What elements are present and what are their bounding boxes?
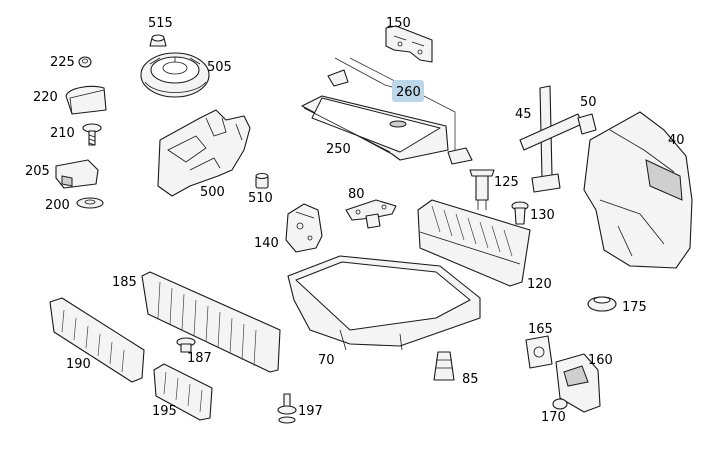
callout-225: 225: [50, 55, 75, 70]
callout-260: 260: [396, 85, 421, 100]
callout-197: 197: [298, 404, 323, 419]
callout-165: 165: [528, 322, 553, 337]
part-160-lock: [555, 353, 601, 413]
part-40-side-panel: [583, 111, 693, 269]
callout-40: 40: [668, 133, 685, 148]
part-200-washer: [76, 197, 104, 209]
callout-150: 150: [386, 16, 411, 31]
part-250-cargo-cover: [301, 95, 449, 161]
part-170-nut: [552, 398, 568, 410]
part-197-bolt: [277, 393, 297, 424]
part-505-wheel-holder: [140, 52, 210, 98]
callout-210: 210: [50, 126, 75, 141]
part-500-bracket: [157, 109, 251, 197]
part-185-trim-strip: [141, 271, 281, 373]
part-125-latch: [469, 169, 495, 210]
part-205-clip: [55, 159, 99, 189]
callout-510: 510: [248, 191, 273, 206]
callout-190: 190: [66, 357, 91, 372]
callout-220: 220: [33, 90, 58, 105]
callout-70: 70: [318, 353, 335, 368]
callout-195: 195: [152, 404, 177, 419]
part-45-strut: [519, 85, 583, 193]
part-190-trim-panel: [49, 297, 145, 383]
part-175-cap: [587, 296, 617, 312]
part-225-grommet: [78, 56, 92, 68]
callout-260-highlight: [392, 80, 424, 102]
part-85-bump-stop: [433, 351, 455, 381]
callout-500: 500: [200, 185, 225, 200]
callout-50: 50: [580, 95, 597, 110]
part-120-sill-trim: [417, 199, 531, 287]
part-195-trim-panel: [153, 363, 213, 421]
part-50-clip: [577, 113, 597, 135]
part-210-screw: [82, 123, 102, 146]
part-80-hook: [345, 199, 397, 229]
callout-80: 80: [348, 187, 365, 202]
part-260-clips: [327, 69, 473, 165]
callout-85: 85: [462, 372, 479, 387]
callout-187: 187: [187, 351, 212, 366]
callout-250: 250: [326, 142, 351, 157]
callout-45: 45: [515, 107, 532, 122]
part-187-stud: [176, 337, 196, 353]
callout-125: 125: [494, 175, 519, 190]
callout-160: 160: [588, 353, 613, 368]
part-140-plate: [285, 203, 323, 253]
callout-200: 200: [45, 198, 70, 213]
callout-505: 505: [207, 60, 232, 75]
part-130-push-clip: [511, 201, 529, 225]
callout-175: 175: [622, 300, 647, 315]
callout-205: 205: [25, 164, 50, 179]
callout-120: 120: [527, 277, 552, 292]
part-70-floor-tub: [287, 255, 481, 351]
callout-515: 515: [148, 16, 173, 31]
callout-170: 170: [541, 410, 566, 425]
callout-140: 140: [254, 236, 279, 251]
part-150-plate: [385, 25, 433, 63]
callout-130: 130: [530, 208, 555, 223]
part-165-block: [525, 335, 553, 369]
part-220-cover: [65, 85, 107, 115]
callout-185: 185: [112, 275, 137, 290]
part-515-cap: [149, 34, 167, 47]
part-510-grommet: [255, 173, 269, 189]
